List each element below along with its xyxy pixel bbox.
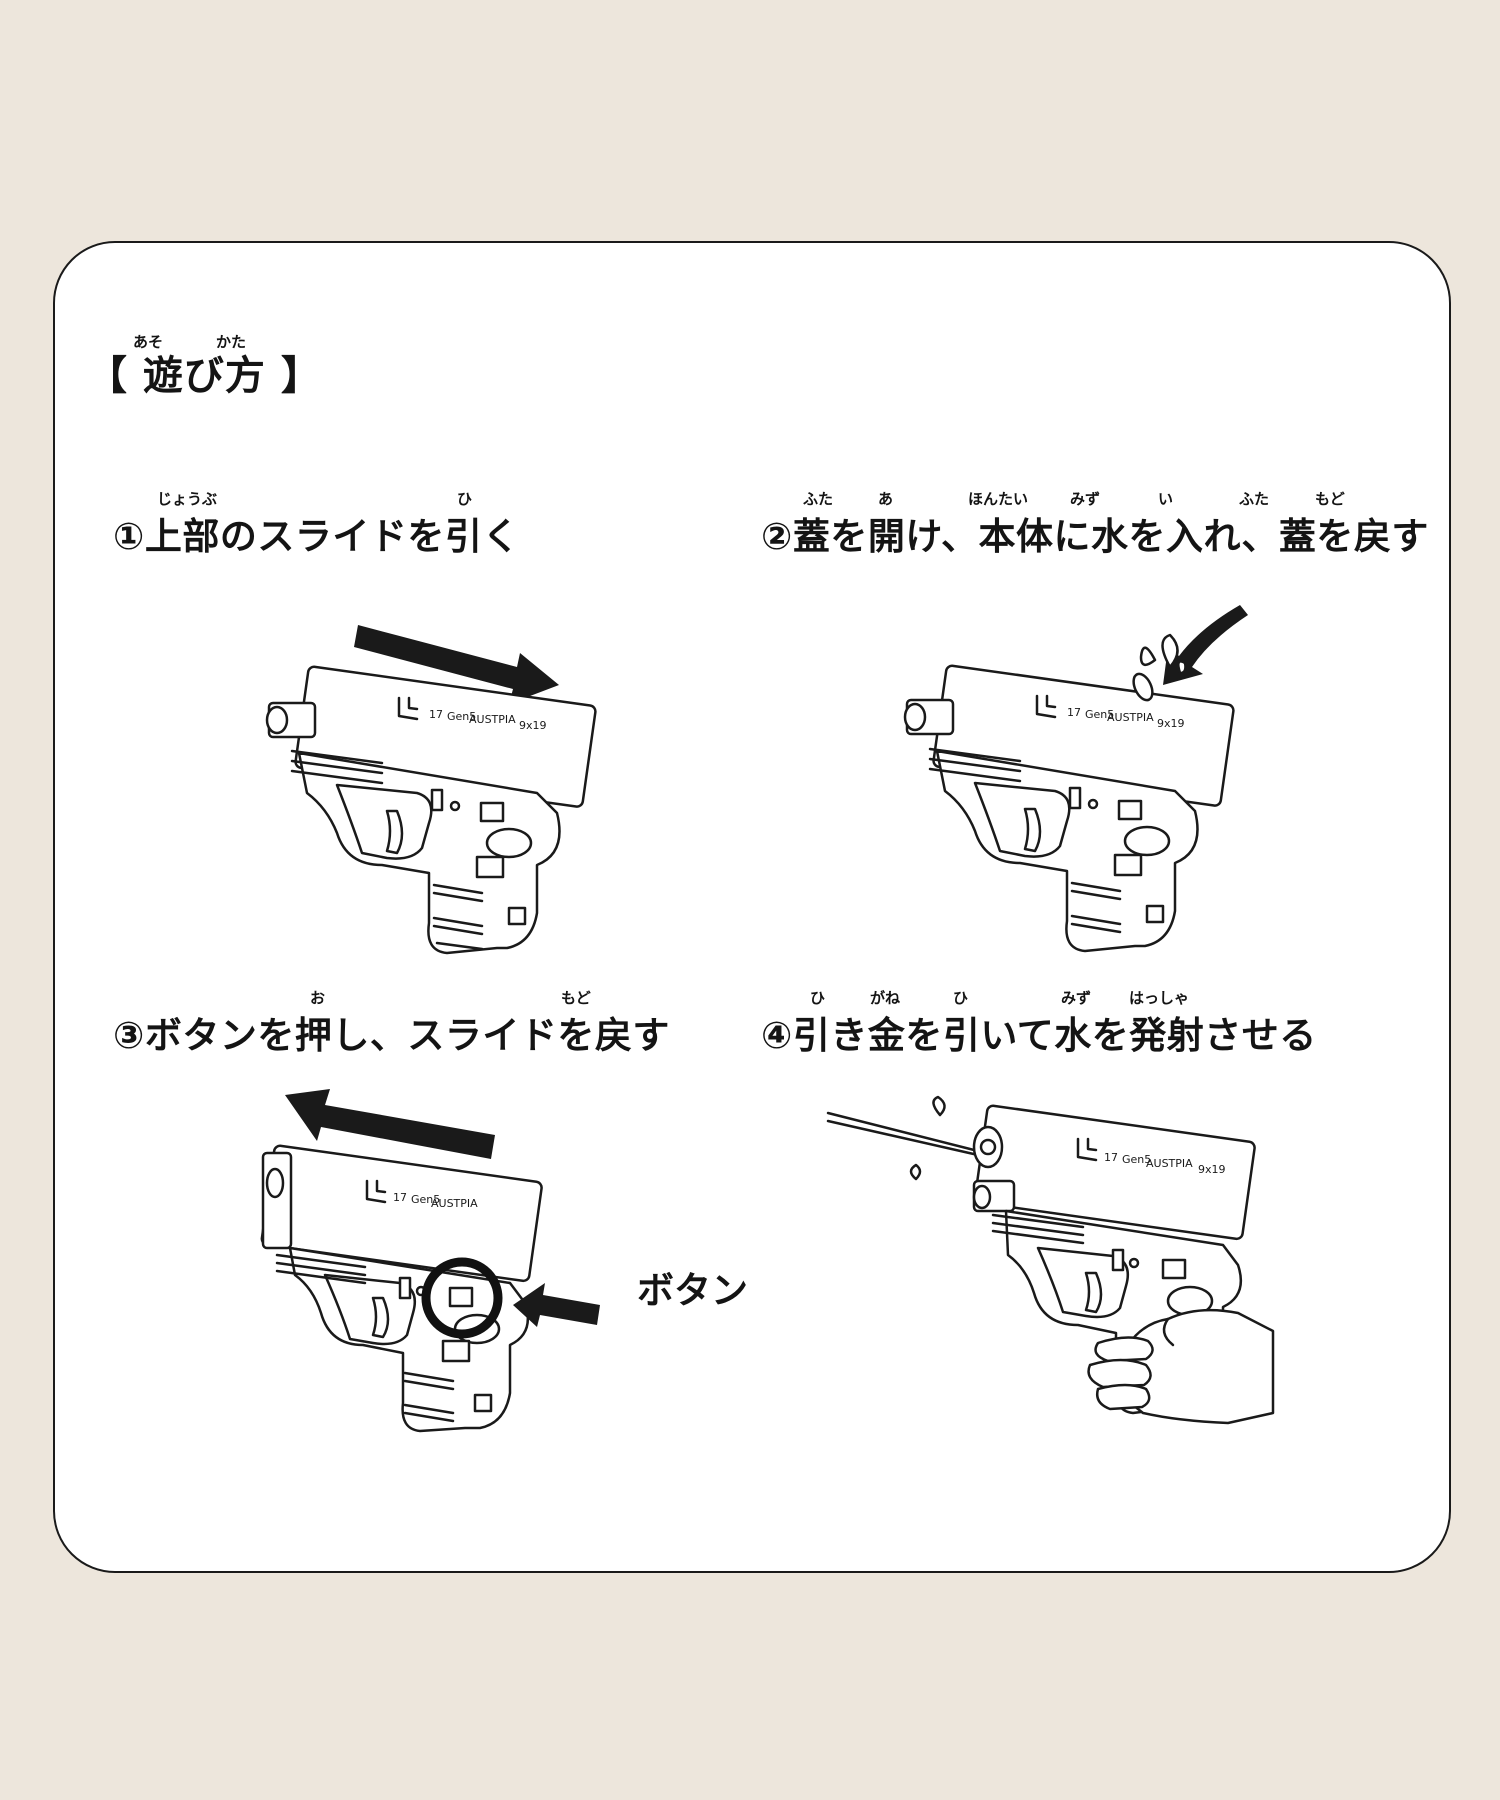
water-drop-icon [1139,646,1157,666]
title-ruby-1: あそ [133,333,164,351]
water-pistol-icon: 17 Gen5 AUSTPIA [260,1144,543,1433]
gun-brand-text: AUSTPIA [1146,1157,1193,1170]
gun-brand-text: AUSTPIA [469,713,516,726]
water-drop-icon [1177,660,1187,675]
page-title: 【 遊び方 】 [87,353,322,399]
gun-caliber-text: 9x19 [1157,717,1185,730]
gun-model-text: 17 [1104,1151,1118,1164]
step-2-ruby-1: ふた [803,490,834,508]
hand-icon [1087,1308,1275,1425]
press-arrow-icon [513,1283,600,1327]
step-4-title: ④引き金を引いて水を発射させる [761,1014,1317,1057]
step-2-title: ②蓋を開け、本体に水を入れ、蓋を戻す [761,515,1429,558]
step-4-ruby-1: ひ [810,989,826,1007]
button-highlight-circle [421,1257,503,1339]
gun-caliber-text: 9x19 [1198,1163,1226,1176]
button-callout-label: ボタン [637,1269,748,1312]
gun-model-text: 17 [393,1191,407,1204]
instruction-card: 【 遊び方 】 あそ かた ①上部のスライドを引く じょうぶ ひ ②蓋を開け、本… [53,241,1451,1573]
gun-gen-text: Gen5 [1085,708,1114,721]
gun-brand-text: AUSTPIA [1107,711,1154,724]
gun-model-text: 17 [429,708,443,721]
water-drop-icon [909,1163,922,1181]
step-4-illustration: 17 Gen5 AUSTPIA 9x19 [826,1083,1348,1433]
gun-brand-text: AUSTPIA [431,1197,478,1210]
step-2-ruby-6: ふた [1239,490,1270,508]
step-1-ruby-1: じょうぶ [157,490,218,508]
gun-gen-text: Gen5 [1122,1153,1151,1166]
gun-gen-text: Gen5 [447,710,476,723]
gun-model-text: 17 [1067,706,1081,719]
pull-arrow-icon [354,625,559,704]
step-1-title: ①上部のスライドを引く [113,515,520,558]
water-pistol-icon: 17 Gen5 AUSTPIA 9x19 [972,1104,1256,1415]
step-4-ruby-3: ひ [953,989,969,1007]
step-3-illustration: 17 Gen5 AUSTPIA [255,1083,775,1433]
water-pistol-icon: 17 Gen5 AUSTPIA 9x19 [265,665,597,955]
step-2-ruby-3: ほんたい [968,490,1029,508]
step-3-ruby-2: もど [561,989,591,1007]
step-2-ruby-7: もど [1315,490,1345,508]
gun-caliber-text: 9x19 [519,719,547,732]
step-3-ruby-1: お [310,989,326,1007]
step-1-ruby-2: ひ [457,490,473,508]
gun-gen-text: Gen5 [411,1193,440,1206]
step-1-illustration: 17 Gen5 AUSTPIA 9x19 [237,603,677,955]
step-2-illustration: 17 Gen5 AUSTPIA 9x19 [885,595,1325,955]
step-2-ruby-5: い [1158,490,1174,508]
step-2-ruby-2: あ [878,490,894,508]
water-drop-icon [932,1095,946,1117]
water-stream [826,1111,980,1153]
step-3-title: ③ボタンを押し、スライドを戻す [113,1014,670,1057]
step-4-ruby-5: はっしゃ [1129,989,1190,1007]
return-arrow-icon [285,1089,495,1159]
step-4-ruby-2: がね [870,989,901,1007]
step-2-ruby-4: みず [1070,490,1101,508]
water-pistol-icon: 17 Gen5 AUSTPIA 9x19 [903,664,1235,953]
water-drop-icon [1161,633,1179,669]
step-4-ruby-4: みず [1061,989,1092,1007]
title-ruby-2: かた [216,333,247,351]
